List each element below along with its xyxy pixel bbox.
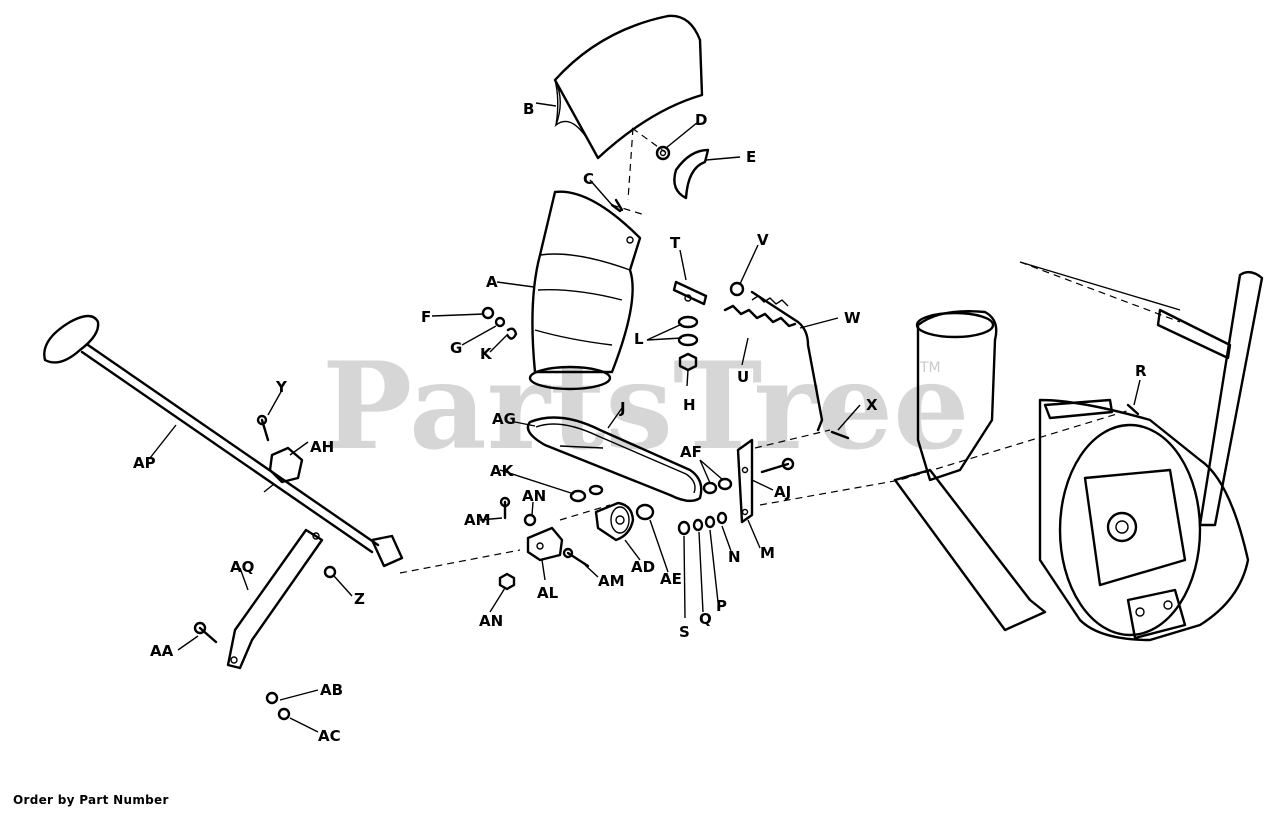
label-f: F [421,308,431,326]
part-h-nut[interactable] [678,352,698,372]
label-s: S [679,623,690,641]
part-s-washer[interactable] [677,520,691,536]
label-al: AL [537,584,559,602]
footer-note: Order by Part Number [13,793,169,807]
label-aq: AQ [230,558,254,576]
label-aj: AJ [774,483,791,501]
part-ap-control-handle[interactable] [43,314,404,568]
label-t: T [670,234,681,252]
part-k-clamp[interactable] [506,327,518,340]
label-r: R [1135,362,1147,380]
part-ab-nut[interactable] [265,691,279,705]
part-q-washer[interactable] [692,518,704,532]
part-ad-pulley[interactable] [594,501,635,542]
part-an-nut-lower[interactable] [498,572,516,591]
label-am-left: AM [464,511,491,529]
label-w: W [844,309,861,327]
label-m: M [760,544,775,562]
label-ad: AD [631,558,655,576]
label-an-bottom: AN [479,612,503,630]
part-z-nut[interactable] [323,565,337,579]
label-an-top: AN [522,487,546,505]
label-b: B [523,100,534,118]
label-ag: AG [492,410,516,428]
label-ac: AC [318,727,341,745]
part-af-washers[interactable] [702,477,733,495]
label-ab: AB [320,681,343,699]
part-ak-washer[interactable] [569,484,604,503]
part-u-spring[interactable] [723,304,797,328]
label-d: D [695,111,707,129]
label-c: C [583,170,594,188]
part-p-washer[interactable] [704,515,716,529]
part-aa-bolt[interactable] [193,621,218,644]
part-a-discharge-chute[interactable] [528,190,642,391]
part-m-plate[interactable] [736,438,754,524]
label-af: AF [680,443,702,461]
label-n: N [728,548,741,566]
part-r-bolt[interactable] [1126,403,1140,416]
label-p: P [716,597,727,615]
part-e-clip[interactable] [673,148,710,200]
label-ae: AE [660,570,682,588]
part-n-washer[interactable] [716,511,728,525]
label-ap: AP [133,454,156,472]
part-aj-bolt[interactable] [760,457,795,474]
label-am-right: AM [598,572,625,590]
watermark: PartsTree [322,336,969,477]
part-l-washers[interactable] [677,315,699,347]
label-k: K [480,345,493,363]
part-j-belt[interactable] [526,416,703,503]
label-g: G [450,339,462,357]
label-h: H [683,396,696,414]
part-y-bolt[interactable] [256,414,270,442]
label-x: X [866,396,878,414]
label-ah: AH [310,438,334,456]
label-y: Y [275,378,288,396]
part-ah-bracket[interactable] [263,446,304,493]
part-g-washer[interactable] [494,316,506,328]
part-al-bracket[interactable] [526,526,564,562]
part-am-bolt-upper[interactable] [499,496,511,520]
part-v-bushing[interactable] [729,281,745,297]
label-j: J [619,399,626,417]
label-aa: AA [150,642,174,660]
label-ak: AK [490,462,515,480]
part-aq-lever[interactable] [226,528,324,670]
part-f-nut[interactable] [481,306,495,320]
snowthrower-housing [893,261,1264,642]
label-q: Q [699,610,712,628]
part-b-deflector-hood[interactable] [553,14,704,160]
label-e: E [746,148,756,166]
label-l: L [634,330,644,348]
part-ae-bushing[interactable] [635,503,655,521]
part-am-bolt-lower[interactable] [562,547,590,568]
label-z: Z [354,590,365,608]
label-u: U [737,368,749,386]
part-ac-nut[interactable] [277,707,291,721]
part-d-nut[interactable] [655,145,671,161]
part-w-control-rod[interactable] [750,290,824,432]
part-c-bolt[interactable] [610,198,624,213]
label-v: V [757,231,769,249]
part-t-bushing[interactable] [672,280,708,306]
watermark-tm: TM [919,360,941,376]
part-an-nut-upper[interactable] [523,513,537,527]
part-x-bolt[interactable] [830,430,850,440]
label-a: A [486,273,498,291]
